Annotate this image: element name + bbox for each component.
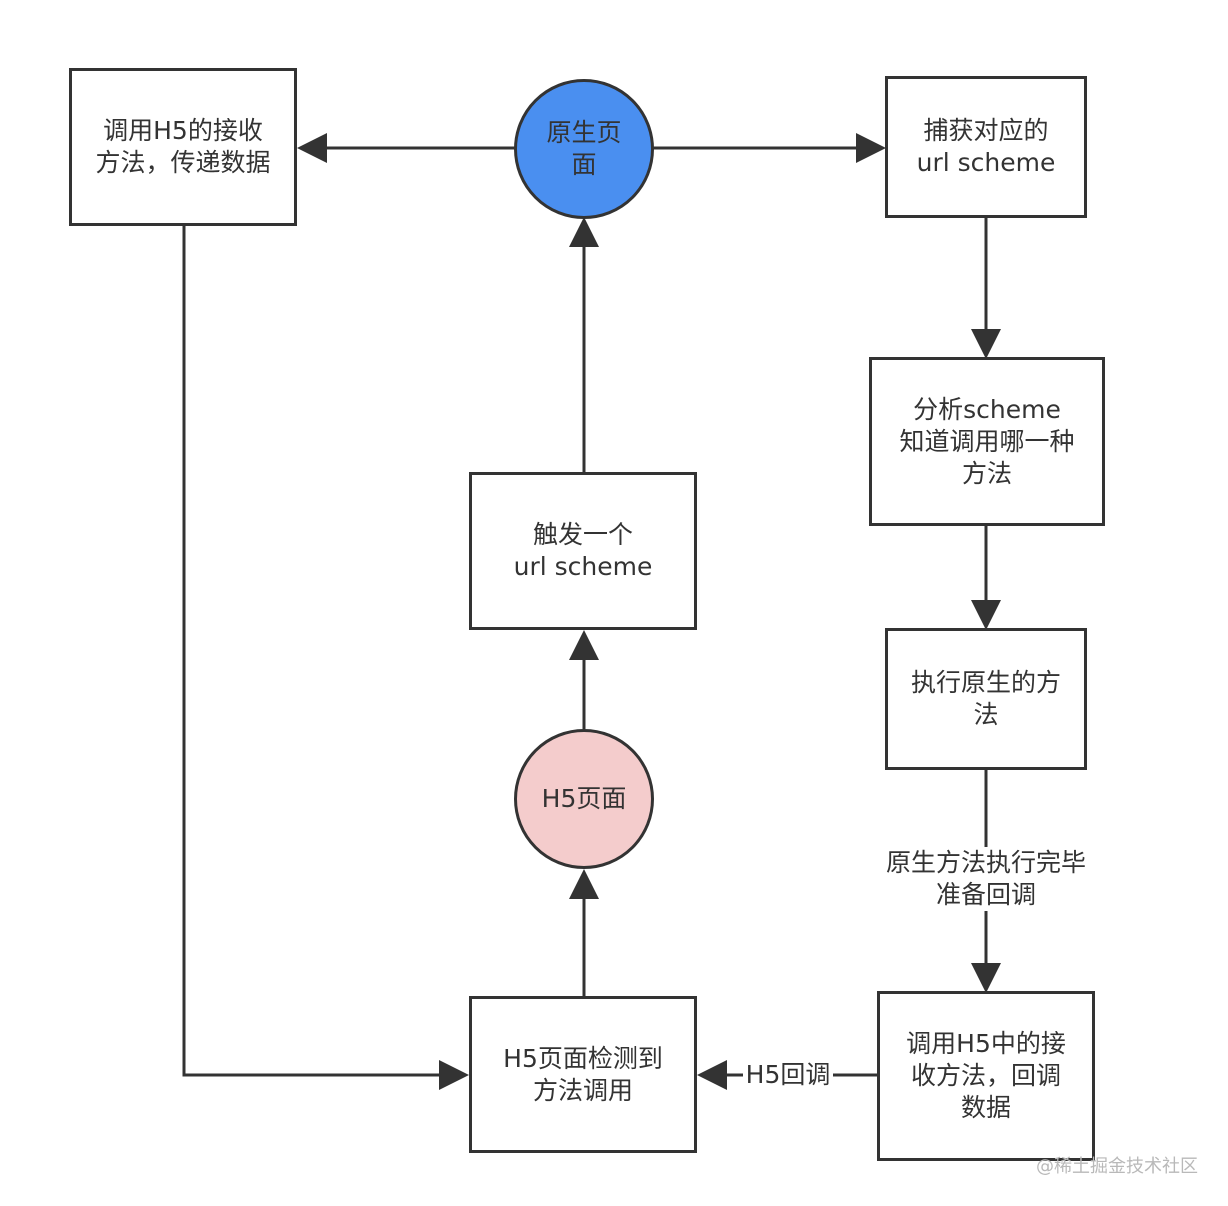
h5-detect-method-call-label: H5页面检测到 方法调用 xyxy=(503,1043,663,1105)
call-h5-receive-callback-label: 调用H5中的接 收方法，回调 数据 xyxy=(906,1029,1066,1122)
native-page-label: 原生页 面 xyxy=(546,118,622,179)
arrow-call-h5-to-h5-detect xyxy=(182,226,469,1090)
call-h5-receive-pass-data-node: 调用H5的接收 方法，传递数据 xyxy=(69,68,297,226)
call-h5-receive-callback-node: 调用H5中的接 收方法，回调 数据 xyxy=(877,991,1095,1161)
capture-url-scheme-node: 捕获对应的 url scheme xyxy=(885,76,1087,218)
trigger-url-scheme-label: 触发一个 url scheme xyxy=(513,520,653,581)
call-h5-receive-pass-data-label: 调用H5的接收 方法，传递数据 xyxy=(95,116,271,177)
capture-url-scheme-label: 捕获对应的 url scheme xyxy=(916,116,1056,177)
h5-page-label: H5页面 xyxy=(541,784,627,813)
execute-native-method-node: 执行原生的方 法 xyxy=(885,628,1087,770)
watermark: @稀土掘金技术社区 xyxy=(1036,1156,1198,1177)
analyze-scheme-node: 分析scheme 知道调用哪一种 方法 xyxy=(869,357,1105,526)
h5-page-node: H5页面 xyxy=(514,729,654,869)
edge-label-h5-callback: H5回调 xyxy=(743,1059,833,1091)
execute-native-method-label: 执行原生的方 法 xyxy=(910,668,1061,729)
analyze-scheme-label: 分析scheme 知道调用哪一种 方法 xyxy=(899,394,1075,488)
trigger-url-scheme-node: 触发一个 url scheme xyxy=(469,472,697,630)
edge-label-native-done-ready-callback: 原生方法执行完毕 准备回调 xyxy=(876,847,1096,911)
h5-detect-method-call-node: H5页面检测到 方法调用 xyxy=(469,996,697,1153)
native-page-node: 原生页 面 xyxy=(514,79,654,219)
